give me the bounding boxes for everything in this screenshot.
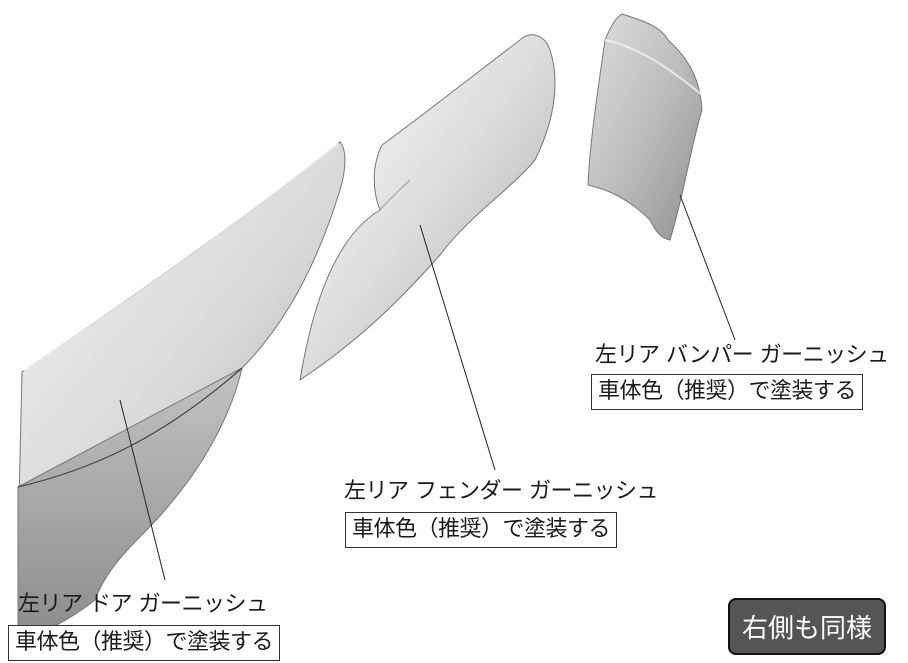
- fender-garnish-note: 車体色（推奨）で塗装する: [345, 512, 618, 548]
- door-garnish-part: [17, 141, 346, 641]
- door-garnish-label: 左リア ドア ガーニッシュ: [18, 592, 268, 617]
- fender-garnish-label: 左リア フェンダー ガーニッシュ: [344, 479, 659, 504]
- door-garnish-note: 車体色（推奨）で塗装する: [8, 625, 281, 661]
- fender-garnish-part: [299, 34, 556, 382]
- bumper-garnish-note: 車体色（推奨）で塗装する: [591, 374, 864, 410]
- same-on-right-side-badge: 右側も同様: [727, 598, 886, 655]
- bumper-garnish-part: [587, 13, 703, 241]
- bumper-leader-line: [679, 194, 736, 341]
- door-leader-line: [119, 399, 166, 581]
- fender-leader-line: [419, 224, 496, 471]
- bumper-garnish-label: 左リア バンパー ガーニッシュ: [595, 343, 889, 368]
